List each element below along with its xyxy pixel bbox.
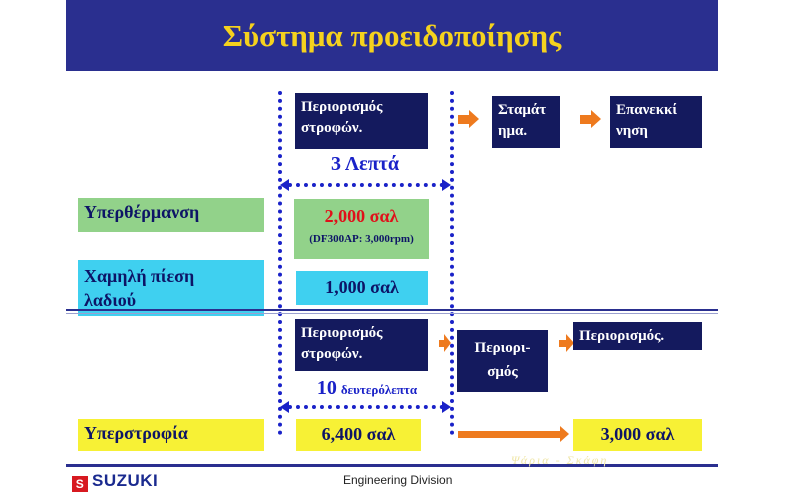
label-oil-pressure-line1: Χαμηλή πίεση [84,266,195,286]
label-oil-pressure: Χαμηλή πίεση λαδιού [78,260,264,316]
duration-bottom-arrow-left [280,401,289,413]
orange-arrow-long-head [560,426,569,442]
label-overrev: Υπερστροφία [78,419,264,451]
box-limit-rpm-mid: Περιορισμός στροφών. [295,319,428,371]
slide-title: Σύστημα προειδοποίησης [222,18,562,53]
duration-bottom-label: 10 δευτερόλεπτα [288,377,446,400]
box-restart-line1: Επανεκκί [616,102,678,118]
box-limit-rpm-top-line2: στροφών. [301,120,363,136]
orange-arrow-head-2 [591,110,601,128]
label-oil-pressure-line2: λαδιού [84,290,137,310]
duration-top-arrow-right [442,179,451,191]
box-limit-right-text: Περιορισμός. [579,328,665,344]
box-stop: Σταμάτ ημα. [492,96,560,148]
box-limit-mid: Περιορι- σμός [457,330,548,392]
separator-line-shadow [66,313,718,314]
duration-top-line [288,183,444,187]
orange-arrow-head-1 [469,110,479,128]
box-limit-right: Περιορισμός. [573,322,702,350]
box-limit-rpm-mid-line2: στροφών. [301,346,363,362]
diagram-area: Περιορισμός στροφών. Σταμάτ ημα. Επανεκκ… [66,71,718,464]
orange-arrow-shaft-1 [458,115,469,124]
value-overrev-box: 6,400 σαλ [296,419,421,451]
duration-top-arrow-left [280,179,289,191]
value-oil: 1,000 σαλ [325,277,399,297]
orange-arrow-shaft-4 [559,340,566,347]
dotted-line-left [278,91,282,435]
value-overheat-box: 2,000 σαλ (DF300AP: 3,000rpm) [294,199,429,259]
duration-top-label: 3 Λεπτά [330,153,400,175]
value-oil-box: 1,000 σαλ [296,271,428,305]
box-stop-line1: Σταμάτ [498,102,547,118]
footer-division: Engineering Division [343,473,453,487]
slide-header: Σύστημα προειδοποίησης [66,0,718,71]
dotted-line-right [450,91,454,435]
separator-line [66,309,718,311]
duration-bottom-unit: δευτερόλεπτα [340,382,418,397]
brand-name: SUZUKI [92,471,159,490]
orange-arrow-shaft-2 [580,115,591,124]
orange-arrow-shaft-3 [439,340,444,347]
duration-bottom-arrow-right [442,401,451,413]
box-limit-rpm-top: Περιορισμός στροφών. [295,93,428,149]
value-overrev: 6,400 σαλ [321,424,396,444]
duration-bottom-line [288,405,444,409]
watermark-text: Ψάρια - Σκάφη [511,453,609,467]
label-overheat: Υπερθέρμανση [78,198,264,232]
value-overheat: 2,000 σαλ [324,206,399,226]
suzuki-s-icon: S [72,476,88,492]
box-limit-rpm-mid-line1: Περιορισμός [301,325,383,341]
orange-arrow-head-4 [566,334,574,352]
box-limit-mid-line1: Περιορι- [474,340,531,356]
orange-arrow-head-3 [444,334,451,352]
box-limit-mid-line2: σμός [487,364,518,380]
box-stop-line2: ημα. [498,123,528,139]
box-restart: Επανεκκί νηση [610,96,702,148]
slide: Σύστημα προειδοποίησης Περιορισμός στροφ… [66,0,718,492]
value-overrev-right: 3,000 σαλ [600,424,675,444]
value-overrev-right-box: 3,000 σαλ [573,419,702,451]
box-restart-line2: νηση [616,123,648,139]
value-overheat-note: (DF300AP: 3,000rpm) [309,233,414,245]
orange-arrow-long-shaft [458,431,560,438]
box-limit-rpm-top-line1: Περιορισμός [301,99,383,115]
duration-bottom-number: 10 [316,377,337,399]
